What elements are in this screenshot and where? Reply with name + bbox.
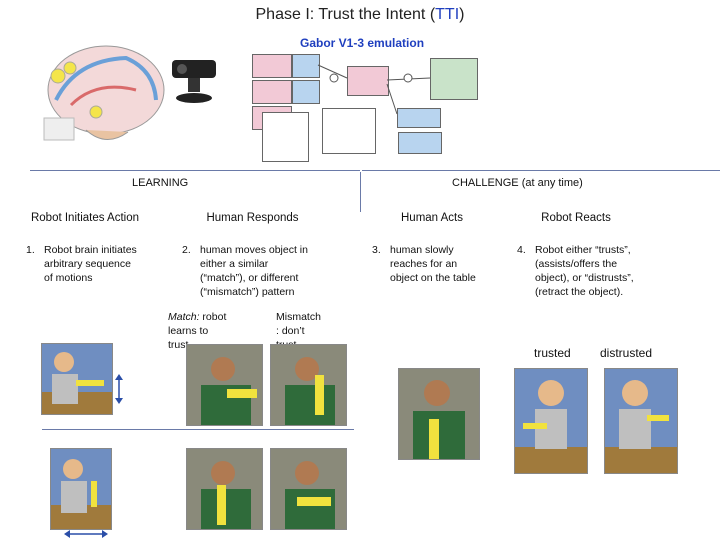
human-match-photo-bottom [186, 448, 263, 530]
robot-distrusted-photo [604, 368, 678, 474]
challenge-header: CHALLENGE (at any time) [452, 177, 583, 189]
robot-trusted-photo [514, 368, 588, 474]
diagram-subtitle: Gabor V1-3 emulation [300, 36, 425, 50]
match-note: Match: robot learns to trust [168, 311, 227, 351]
step-4-text: 4. Robot either “trusts”,(assists/offers… [517, 244, 634, 298]
column-header-human-responds: Human Responds [206, 212, 299, 224]
vertical-motion-arrow [115, 374, 123, 404]
mismatch-note: Mismatch : don’t trust [276, 311, 321, 351]
learning-header: LEARNING [132, 177, 189, 189]
distrusted-label: distrusted [600, 346, 653, 360]
learning-row-separator [42, 429, 354, 430]
slide-title: Phase I: Trust the Intent (TTI) [255, 6, 465, 23]
robot-photo-bottom [50, 448, 112, 530]
human-mismatch-photo-bottom [270, 448, 347, 530]
human-mismatch-photo-top [270, 344, 347, 426]
column-header-robot-initiates: Robot Initiates Action [30, 212, 140, 224]
robot-photo-top [41, 343, 113, 415]
column-header-robot-reacts: Robot Reacts [541, 212, 611, 224]
challenge-rule [362, 170, 720, 171]
learning-rule [30, 170, 360, 171]
human-reaching-photo [398, 368, 480, 460]
camera-image [168, 58, 220, 106]
human-match-photo-top [186, 344, 263, 426]
section-divider [360, 172, 361, 212]
horizontal-motion-arrow [64, 530, 108, 538]
column-header-human-acts: Human Acts [401, 212, 463, 224]
gabor-flow-diagram [222, 48, 512, 162]
brain-illustration [36, 40, 166, 150]
trusted-label: trusted [534, 346, 571, 360]
